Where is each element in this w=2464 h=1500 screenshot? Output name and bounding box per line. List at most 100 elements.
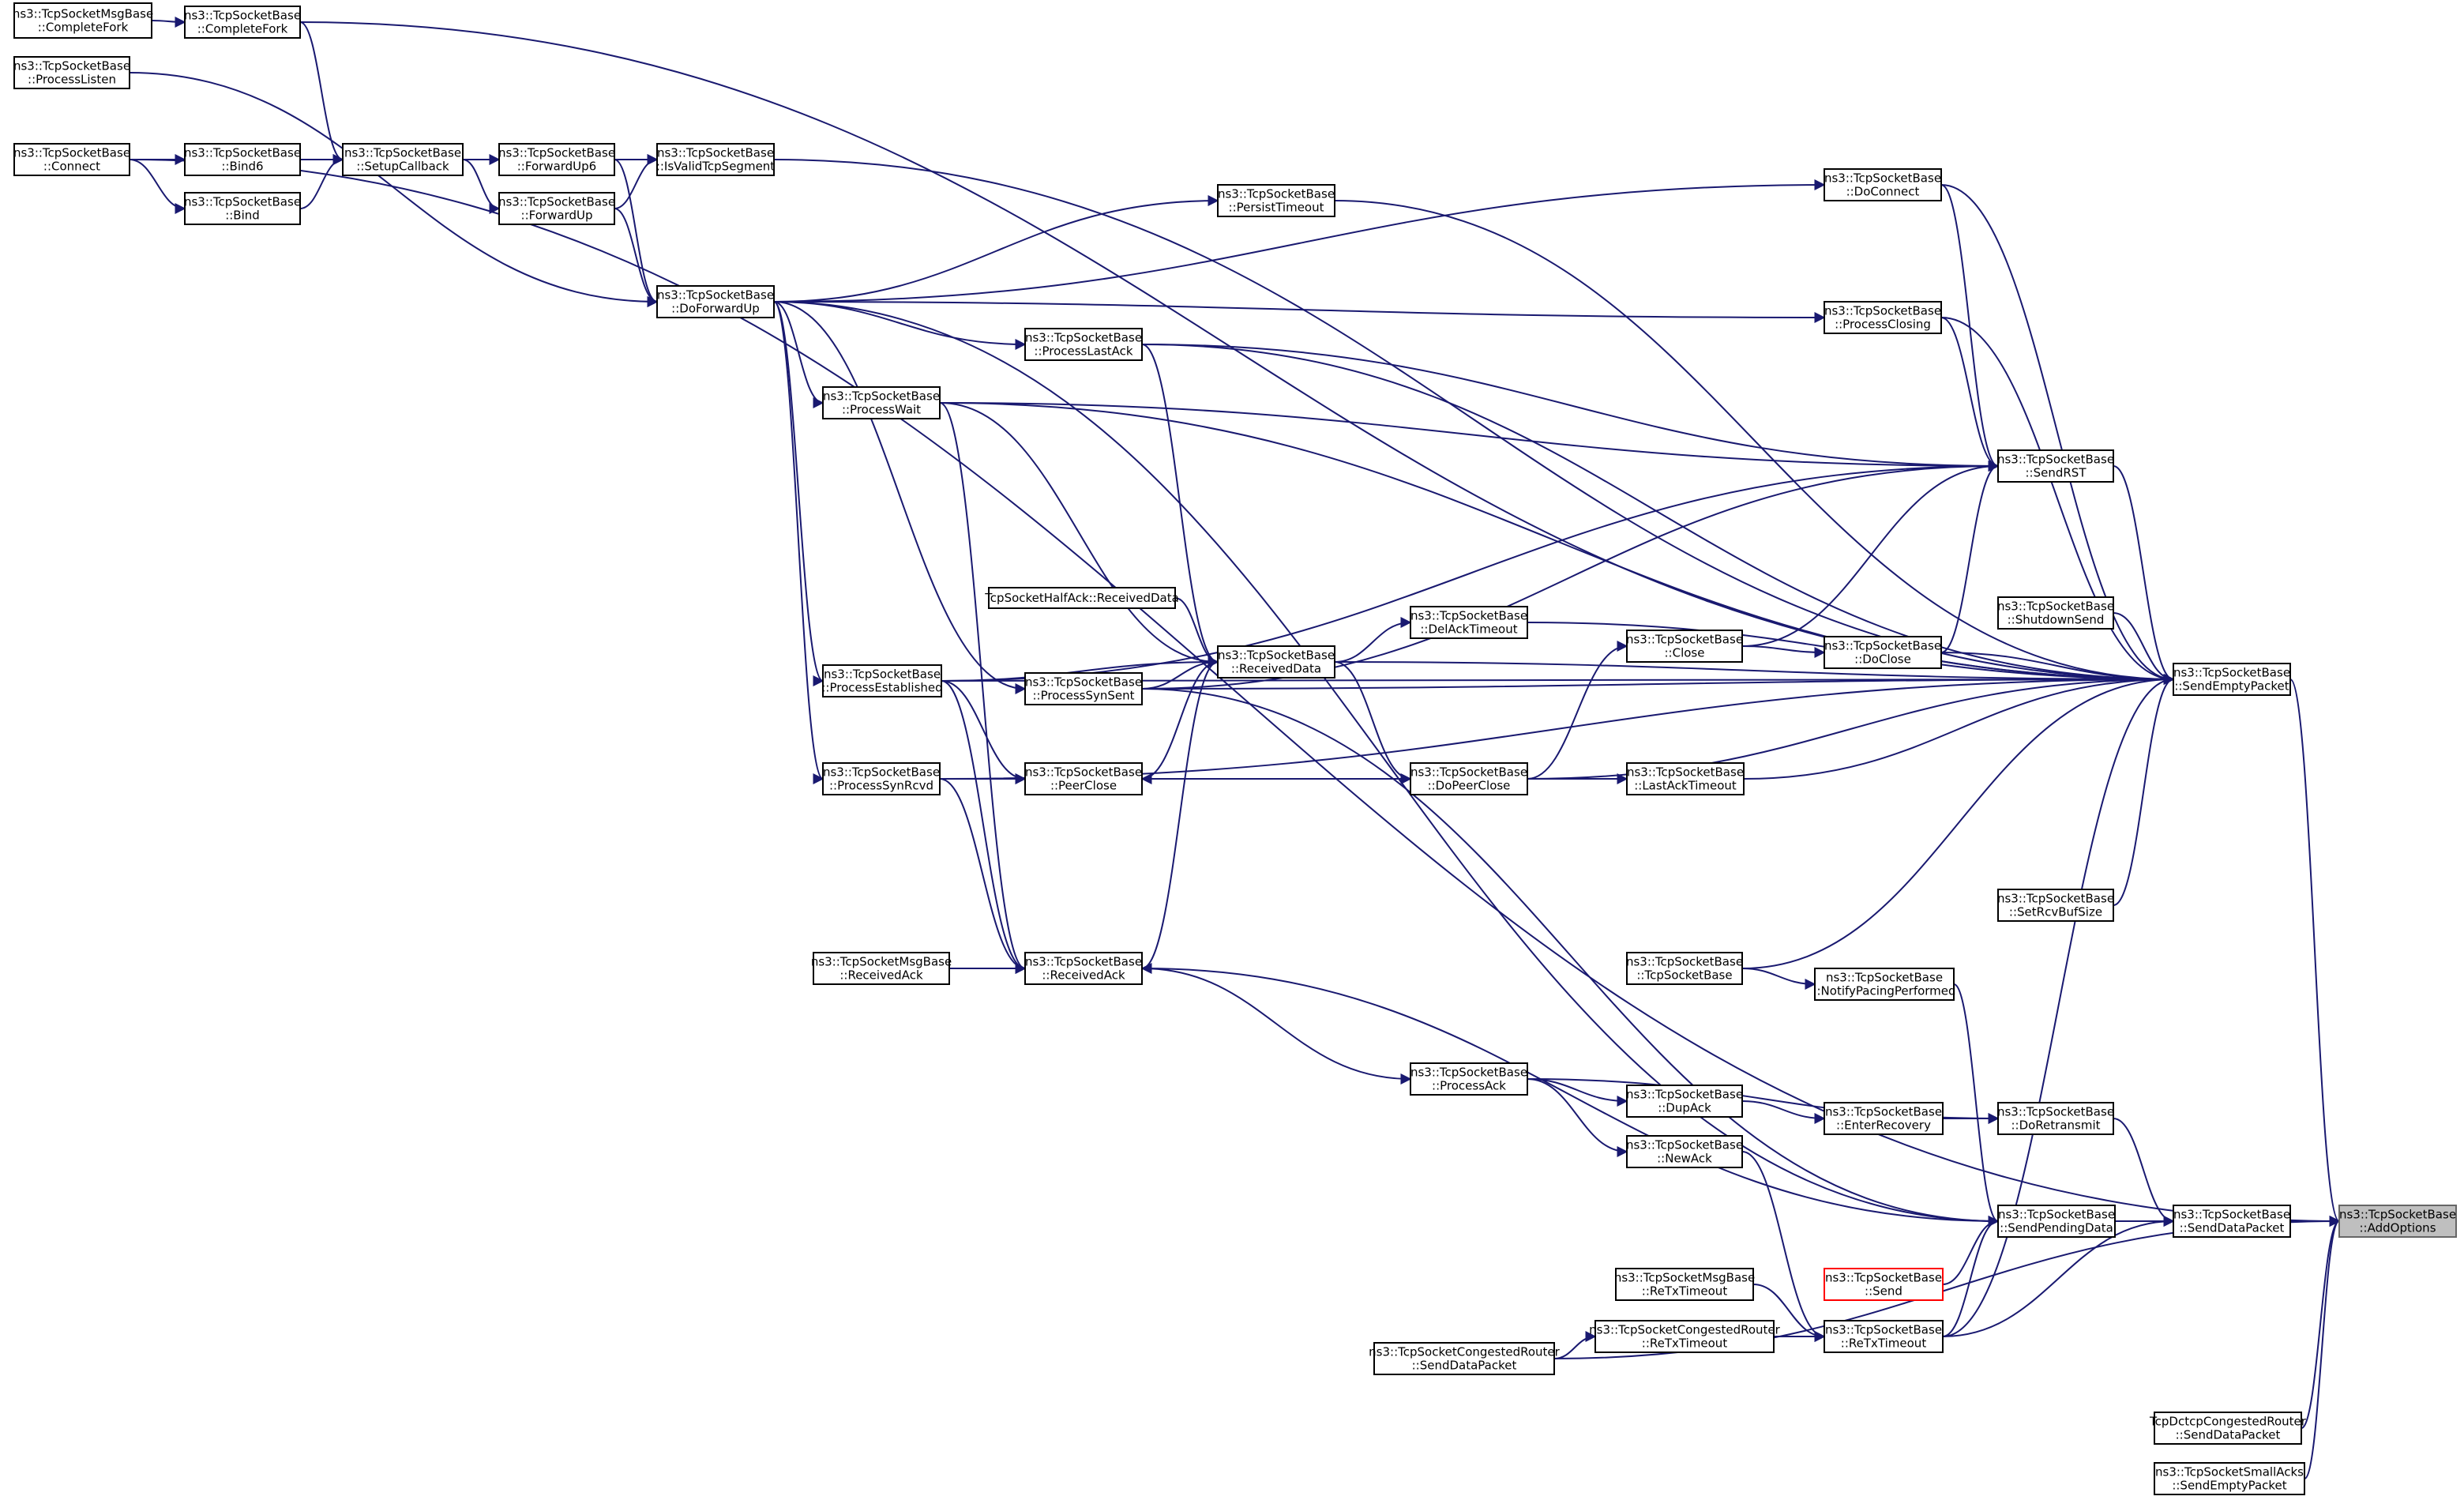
node-label: ::ForwardUp bbox=[521, 209, 593, 223]
edge-notifypacing-to-sendpendingdata bbox=[1953, 983, 2000, 1227]
node-forwardup6[interactable]: ns3::TcpSocketBase::ForwardUp6 bbox=[498, 143, 615, 176]
node-lastacktimeout[interactable]: ns3::TcpSocketBase::LastAckTimeout bbox=[1626, 762, 1745, 795]
node-receiveddata[interactable]: ns3::TcpSocketBase::ReceivedData bbox=[1217, 645, 1335, 679]
node-sendemptypacket[interactable]: ns3::TcpSocketBase::SendEmptyPacket bbox=[2173, 663, 2291, 696]
node-processsynrcvd[interactable]: ns3::TcpSocketBase::ProcessSynRcvd bbox=[822, 762, 941, 795]
node-label: ns3::TcpSocketBase bbox=[184, 195, 301, 209]
node-add_options[interactable]: ns3::TcpSocketBase::AddOptions bbox=[2338, 1205, 2457, 1238]
node-box bbox=[1626, 1085, 1743, 1118]
node-connect[interactable]: ns3::TcpSocketBase::Connect bbox=[13, 143, 130, 176]
node-label: ::Connect bbox=[43, 160, 100, 174]
node-doforwardup[interactable]: ns3::TcpSocketBase::DoForwardUp bbox=[656, 285, 775, 318]
node-congrouter_senddatapacket[interactable]: ns3::TcpSocketCongestedRouter::SendDataP… bbox=[1369, 1342, 1561, 1375]
node-processack[interactable]: ns3::TcpSocketBase::ProcessAck bbox=[1410, 1062, 1528, 1096]
edge-persisttimeout-to-sendemptypacket bbox=[1334, 200, 2175, 685]
node-processestablished[interactable]: ns3::TcpSocketBase::ProcessEstablished bbox=[821, 664, 943, 697]
node-processlastack[interactable]: ns3::TcpSocketBase::ProcessLastAck bbox=[1024, 328, 1143, 361]
node-halfack_receiveddata[interactable]: TcpSocketHalfAck::ReceivedData bbox=[984, 587, 1179, 609]
node-label: ns3::TcpSocketBase bbox=[1218, 648, 1335, 663]
edge-doconnect-to-sendemptypacket bbox=[1940, 184, 2175, 685]
node-label: ns3::TcpSocketBase bbox=[1825, 1105, 1942, 1119]
node-bind[interactable]: ns3::TcpSocketBase::Bind bbox=[184, 192, 301, 225]
node-label: ::SendEmptyPacket bbox=[2174, 679, 2289, 694]
node-box bbox=[656, 285, 775, 318]
node-box bbox=[1626, 762, 1745, 795]
edge-connect-to-bind bbox=[129, 159, 186, 214]
node-shutdownsend[interactable]: ns3::TcpSocketBase::ShutdownSend bbox=[1997, 596, 2114, 630]
node-label: ns3::TcpSocketBase bbox=[1025, 675, 1142, 690]
node-msgbase_completefork[interactable]: ns3::TcpSocketMsgBase::CompleteFork bbox=[13, 2, 153, 39]
node-label: ns3::TcpSocketMsgBase bbox=[13, 7, 153, 21]
node-processsynsent[interactable]: ns3::TcpSocketBase::ProcessSynSent bbox=[1024, 672, 1143, 705]
node-processlisten[interactable]: ns3::TcpSocketBase::ProcessListen bbox=[13, 56, 130, 89]
node-box bbox=[1024, 328, 1143, 361]
node-msgbase_retxtimeout[interactable]: ns3::TcpSocketMsgBase::ReTxTimeout bbox=[1614, 1268, 1755, 1301]
node-box bbox=[1626, 1135, 1743, 1168]
call-nodes: ns3::TcpSocketMsgBase::CompleteForkns3::… bbox=[13, 2, 2457, 1495]
edge-processlastack-to-receiveddata bbox=[1141, 344, 1219, 667]
node-doretransmit[interactable]: ns3::TcpSocketBase::DoRetransmit bbox=[1997, 1102, 2114, 1135]
node-tcpsocketbase[interactable]: ns3::TcpSocketBase::TcpSocketBase bbox=[1626, 952, 1743, 985]
node-label: ::ReTxTimeout bbox=[1642, 1284, 1728, 1299]
node-smallacks_sendemptypacket[interactable]: ns3::TcpSocketSmallAcks::SendEmptyPacket bbox=[2154, 1462, 2305, 1495]
node-box bbox=[1824, 636, 1942, 669]
node-label: ns3::TcpSocketBase bbox=[1826, 971, 1943, 985]
node-bind6[interactable]: ns3::TcpSocketBase::Bind6 bbox=[184, 143, 301, 176]
node-senddatapacket[interactable]: ns3::TcpSocketBase::SendDataPacket bbox=[2173, 1205, 2291, 1238]
node-label: ns3::TcpSocketBase bbox=[1025, 331, 1142, 345]
edge-completefork-to-setupcallback bbox=[299, 21, 344, 165]
node-dopeerclose[interactable]: ns3::TcpSocketBase::DoPeerClose bbox=[1410, 762, 1528, 795]
node-box bbox=[1410, 606, 1528, 639]
node-close[interactable]: ns3::TcpSocketBase::Close bbox=[1626, 630, 1743, 663]
node-label: ::NewAck bbox=[1657, 1152, 1712, 1166]
node-label: ns3::TcpSocketBase bbox=[2173, 666, 2290, 680]
edge-bind-to-setupcallback bbox=[299, 154, 344, 209]
node-peerclose[interactable]: ns3::TcpSocketBase::PeerClose bbox=[1024, 762, 1143, 795]
node-congrouter_retxtimeout[interactable]: ns3::TcpSocketCongestedRouter::ReTxTimeo… bbox=[1589, 1320, 1781, 1353]
edge-processclosing-to-sendrst bbox=[1940, 317, 2000, 472]
node-box bbox=[184, 6, 301, 39]
node-label: TcpDctcpCongestedRouter bbox=[2149, 1415, 2307, 1429]
node-box bbox=[1997, 596, 2114, 630]
node-notifypacing[interactable]: ns3::TcpSocketBase::NotifyPacingPerforme… bbox=[1812, 968, 1956, 1001]
node-msgbase_receivedack[interactable]: ns3::TcpSocketMsgBase::ReceivedAck bbox=[811, 952, 952, 985]
node-label: ns3::TcpSocketMsgBase bbox=[811, 955, 952, 969]
node-label: ::SetRcvBufSize bbox=[2009, 905, 2102, 919]
node-processwait[interactable]: ns3::TcpSocketBase::ProcessWait bbox=[822, 386, 941, 419]
node-forwardup[interactable]: ns3::TcpSocketBase::ForwardUp bbox=[498, 192, 615, 225]
node-doconnect[interactable]: ns3::TcpSocketBase::DoConnect bbox=[1824, 168, 1942, 201]
node-label: ::ForwardUp6 bbox=[517, 160, 596, 174]
node-setrcvbufsize[interactable]: ns3::TcpSocketBase::SetRcvBufSize bbox=[1997, 889, 2114, 922]
edge-retxtimeout-to-senddatapacket bbox=[1942, 1216, 2175, 1337]
node-box bbox=[1410, 762, 1528, 795]
edge-processestablished-to-sendrst bbox=[941, 461, 2000, 682]
edge-receivedack-to-sendpendingdata bbox=[1141, 968, 2000, 1227]
node-label: ns3::TcpSocketCongestedRouter bbox=[1369, 1345, 1560, 1359]
node-enterrecovery[interactable]: ns3::TcpSocketBase::EnterRecovery bbox=[1824, 1102, 1944, 1135]
node-setupcallback[interactable]: ns3::TcpSocketBase::SetupCallback bbox=[342, 143, 464, 176]
node-sendpendingdata[interactable]: ns3::TcpSocketBase::SendPendingData bbox=[1997, 1205, 2116, 1238]
node-retxtimeout[interactable]: ns3::TcpSocketBase::ReTxTimeout bbox=[1824, 1320, 1944, 1353]
edge-processlastack-to-sendrst bbox=[1141, 344, 2000, 472]
node-label: ::CompleteFork bbox=[38, 21, 129, 35]
node-sendrst[interactable]: ns3::TcpSocketBase::SendRST bbox=[1997, 449, 2114, 483]
node-label: ::IsValidTcpSegment bbox=[656, 160, 775, 174]
node-label: ::ReceivedAck bbox=[839, 968, 923, 983]
node-send[interactable]: ns3::TcpSocketBase::Send bbox=[1824, 1268, 1944, 1301]
node-processclosing[interactable]: ns3::TcpSocketBase::ProcessClosing bbox=[1824, 301, 1942, 334]
node-completefork[interactable]: ns3::TcpSocketBase::CompleteFork bbox=[184, 6, 301, 39]
node-box bbox=[1024, 672, 1143, 705]
node-delacktimeout[interactable]: ns3::TcpSocketBase::DelAckTimeout bbox=[1410, 606, 1528, 639]
node-label: ns3::TcpSocketBase bbox=[184, 9, 301, 23]
node-label: ns3::TcpSocketBase bbox=[1626, 955, 1743, 969]
node-isvalidtcpsegment[interactable]: ns3::TcpSocketBase::IsValidTcpSegment bbox=[656, 143, 775, 176]
node-persisttimeout[interactable]: ns3::TcpSocketBase::PersistTimeout bbox=[1217, 184, 1335, 217]
node-dctcp_senddatapacket[interactable]: TcpDctcpCongestedRouter::SendDataPacket bbox=[2149, 1412, 2307, 1445]
node-dupack[interactable]: ns3::TcpSocketBase::DupAck bbox=[1626, 1085, 1743, 1118]
node-doclose[interactable]: ns3::TcpSocketBase::DoClose bbox=[1824, 636, 1942, 669]
node-label: ::Close bbox=[1665, 646, 1705, 660]
edge-lastacktimeout-to-sendemptypacket bbox=[1743, 674, 2175, 780]
node-receivedack[interactable]: ns3::TcpSocketBase::ReceivedAck bbox=[1024, 952, 1143, 985]
node-newack[interactable]: ns3::TcpSocketBase::NewAck bbox=[1626, 1135, 1743, 1168]
node-box bbox=[2173, 1205, 2291, 1238]
